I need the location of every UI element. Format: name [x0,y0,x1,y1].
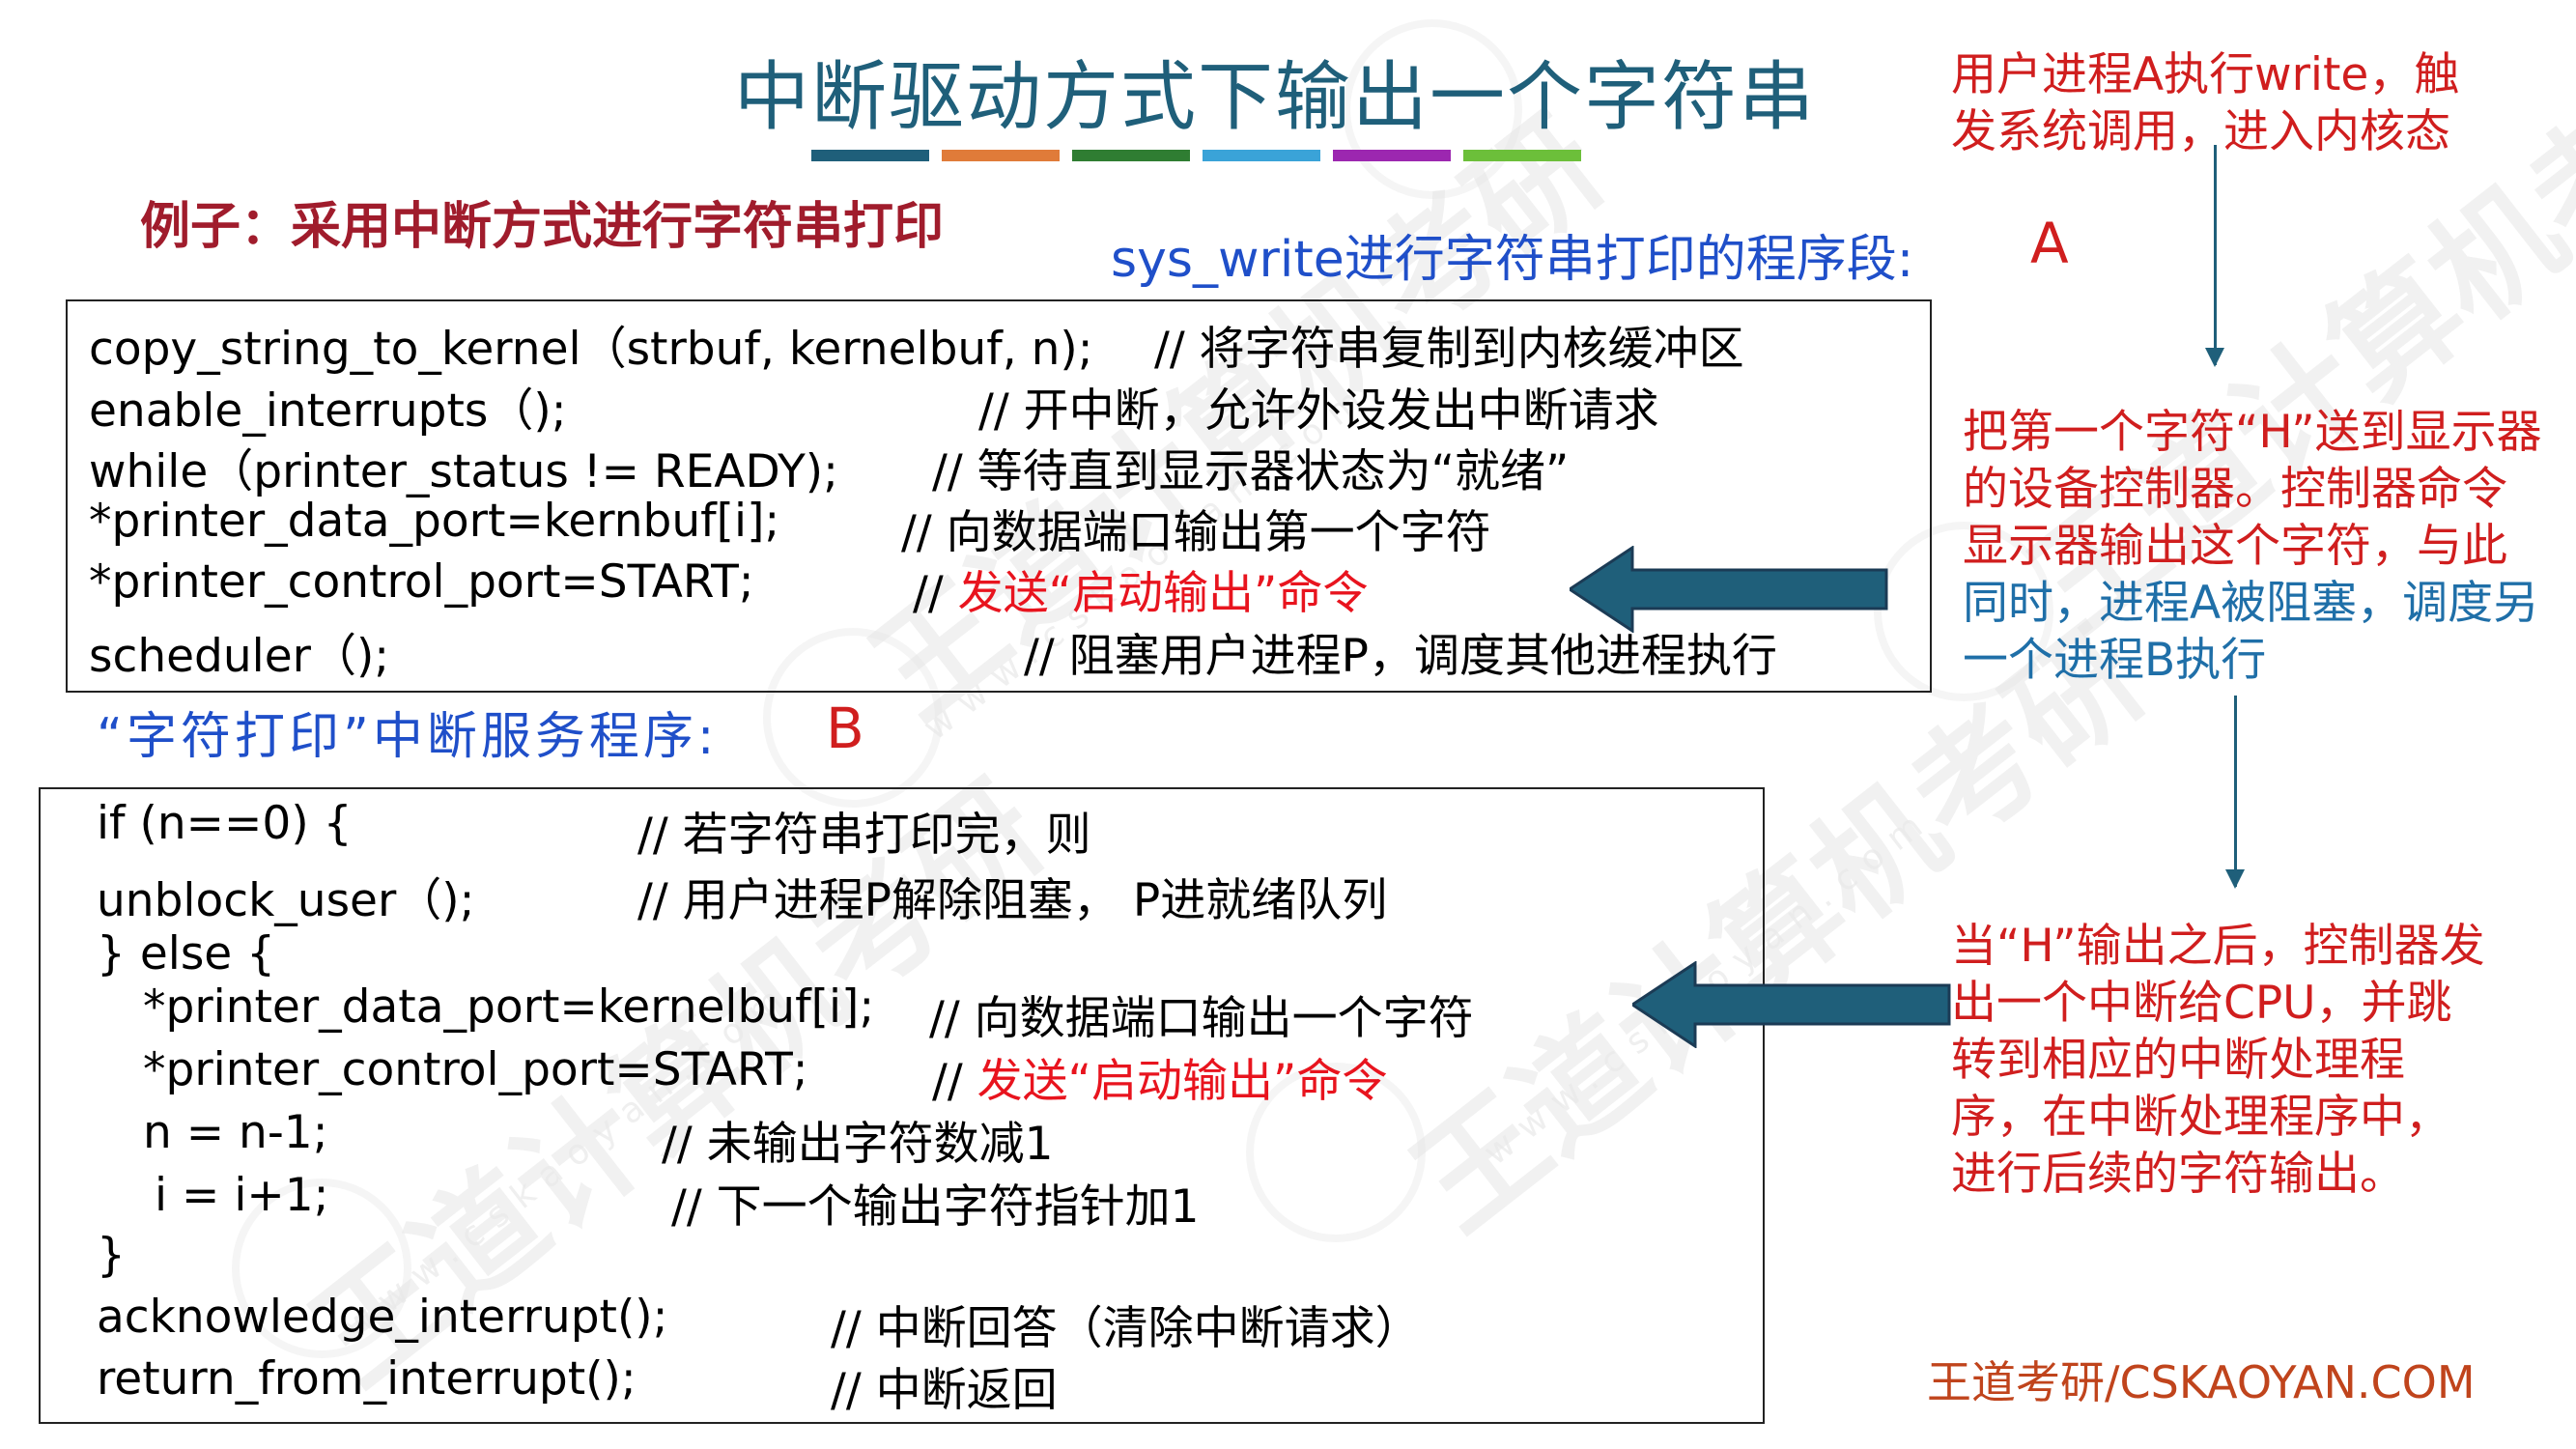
note-first-char: 把第一个字符“H”送到显示器的设备控制器。控制器命令显示器输出这个字符，与此同时… [1963,404,2542,689]
code-line: *printer_data_port=kernbuf[i]; [89,495,780,548]
code-line: *printer_control_port=START; [89,555,754,609]
watermark-logo [763,628,943,808]
code-block-b [39,787,1765,1424]
comment-highlight: 发送“启动输出”命令 [977,1055,1388,1108]
code-comment: // 下一个输出字符指针加1 [671,1180,1200,1234]
code-line: enable_interrupts（); [89,384,567,438]
code-line: unblock_user（); [97,874,475,927]
code-line: scheduler（); [89,630,390,683]
page-title: 中断驱动方式下输出一个字符串 [734,54,1817,141]
code-comment: // 开中断，允许外设发出中断请求 [978,384,1659,438]
watermark-logo [1874,522,2053,701]
code-comment: // 等待直到显示器状态为“就绪” [932,445,1570,498]
note-syscall: 用户进程A执行write，触发系统调用，进入内核态 [1951,48,2460,158]
comment-prefix: // [932,1055,977,1108]
code-line: } [97,1229,126,1282]
code-line: i = i+1; [155,1169,329,1222]
section-b-label: “字符打印”中断服务程序: [97,708,719,766]
watermark-logo [1343,19,1522,199]
down-arrow-icon [2205,145,2224,367]
note-first-char-blue: 同时，进程A被阻塞，调度另一个进程B执行 [1963,577,2539,687]
accent-bar [942,150,1060,161]
code-line: while（printer_status != READY); [89,445,838,498]
accent-bar [811,150,929,161]
code-line: } else { [97,927,276,980]
comment-prefix: // [913,567,958,620]
left-arrow-icon [1632,961,1951,1048]
watermark-logo [232,1179,411,1358]
code-comment: // 中断回答（清除中断请求） [831,1302,1421,1355]
code-line: n = n-1; [143,1106,328,1159]
example-label: 例子：采用中断方式进行字符串打印 [140,198,945,256]
down-arrow-icon [2225,696,2245,889]
accent-bar [1463,150,1581,161]
code-comment: // 发送“启动输出”命令 [913,555,1368,622]
code-comment: // 用户进程P解除阻塞， P进就绪队列 [637,874,1388,927]
section-b-letter: B [826,696,864,761]
code-line: if (n==0) { [97,797,353,850]
accent-bar [1072,150,1190,161]
left-arrow-icon [1570,546,1888,633]
code-line: acknowledge_interrupt(); [97,1291,668,1344]
code-comment: // 中断返回 [831,1364,1058,1417]
code-comment: // 未输出字符数减1 [662,1118,1054,1171]
code-comment: // 发送“启动输出”命令 [932,1043,1387,1110]
code-comment: // 向数据端口输出一个字符 [929,992,1474,1045]
code-line: *printer_control_port=START; [143,1043,808,1096]
code-line: copy_string_to_kernel（strbuf, kernelbuf,… [89,323,1093,376]
note-first-char-red: 把第一个字符“H”送到显示器的设备控制器。控制器命令显示器输出这个字符，与此 [1963,406,2542,573]
code-comment: // 若字符串打印完，则 [637,809,1091,862]
section-a-letter: A [2030,211,2069,276]
comment-highlight: 发送“启动输出”命令 [957,567,1369,620]
code-comment: // 将字符串复制到内核缓冲区 [1154,323,1744,376]
code-comment: // 阻塞用户进程P，调度其他进程执行 [1024,630,1777,683]
code-comment: // 向数据端口输出第一个字符 [901,506,1491,559]
watermark-logo [1246,1063,1426,1242]
note-interrupt: 当“H”输出之后，控制器发出一个中断给CPU，并跳转到相应的中断处理程序，在中断… [1951,920,2485,1201]
code-block-a [66,299,1932,693]
accent-bar [1203,150,1320,161]
footer-brand: 王道考研/CSKAOYAN.COM [1927,1356,2476,1408]
accent-bar [1333,150,1451,161]
section-a-label: sys_write进行字符串打印的程序段: [1111,231,1914,289]
code-line: return_from_interrupt(); [97,1352,637,1406]
code-line: *printer_data_port=kernelbuf[i]; [143,980,875,1034]
